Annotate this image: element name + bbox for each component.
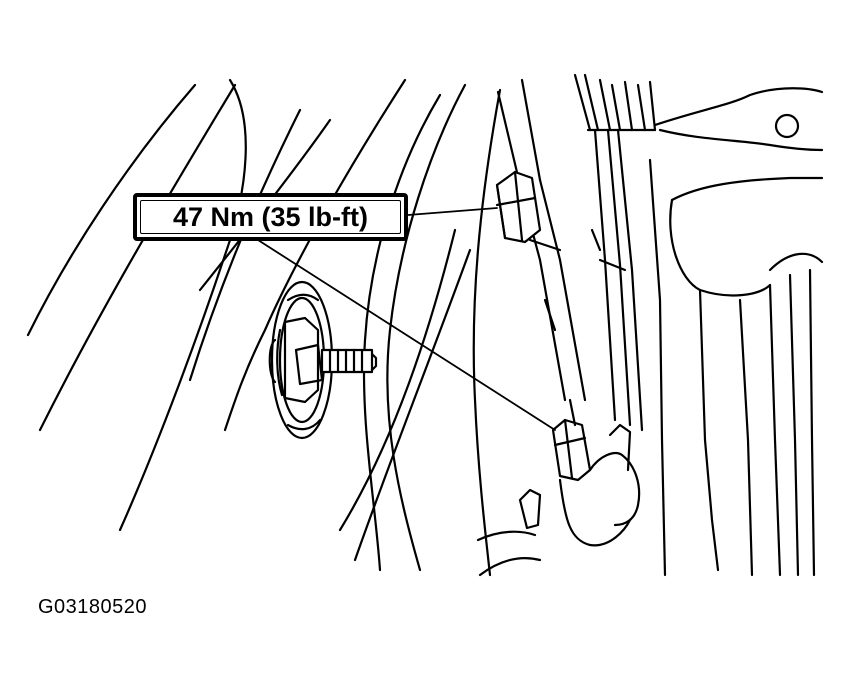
removed-bolt-with-washer [268, 280, 378, 440]
lower-bolt [476, 398, 641, 577]
torque-callout: 47 Nm (35 lb-ft) [133, 193, 408, 241]
upper-nut [495, 170, 542, 244]
leader-lines[interactable] [257, 207, 556, 431]
strut-assembly [496, 73, 657, 432]
steering-knuckle [648, 87, 824, 577]
wheel-arcs [26, 78, 502, 577]
figure-code: G03180520 [38, 596, 148, 618]
torque-callout-label: 47 Nm (35 lb-ft) [172, 201, 369, 232]
